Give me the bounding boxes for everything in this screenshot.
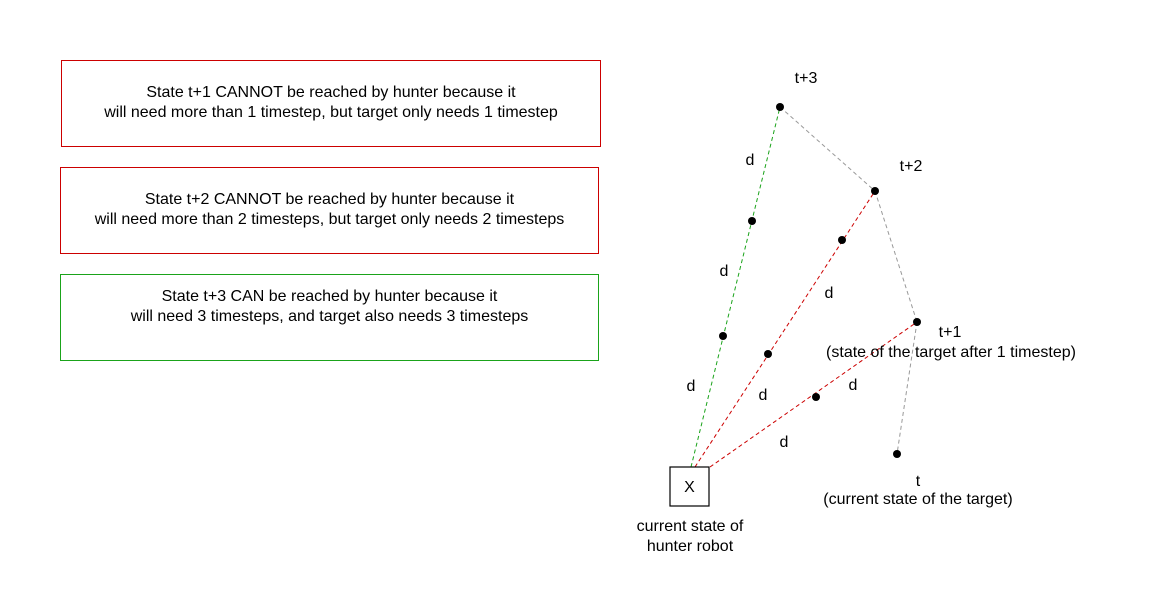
- distance-label-red-t2-1: d: [759, 387, 768, 404]
- state-t3-explanation-line2: will need 3 timesteps, and target also n…: [130, 308, 529, 325]
- hunter-path-to-t3: [690, 106, 781, 468]
- state-t1-caption: (state of the target after 1 timestep): [826, 344, 1076, 361]
- state-t2-explanation-line2: will need more than 2 timesteps, but tar…: [94, 211, 565, 228]
- state-t2-explanation-box: State t+2 CANNOT be reached by hunter be…: [60, 167, 599, 254]
- state-t2-label: t+2: [900, 158, 923, 175]
- state-t3-explanation-box: State t+3 CAN be reached by hunter becau…: [60, 274, 599, 361]
- target-path-t1-t: [896, 321, 918, 455]
- state-t3-explanation-line1: State t+3 CAN be reached by hunter becau…: [161, 288, 498, 305]
- distance-label-red-t1-1: d: [780, 434, 789, 451]
- distance-label-green-1: d: [687, 378, 696, 395]
- state-t-dot: [893, 450, 901, 458]
- state-t3-label: t+3: [795, 70, 818, 87]
- target-path-t3-t2: [779, 106, 876, 192]
- state-t2-explanation-line1: State t+2 CANNOT be reached by hunter be…: [144, 191, 515, 208]
- hunter-path-to-t2: [694, 190, 876, 468]
- state-t3-dot: [776, 103, 784, 111]
- green-step-dot-1: [719, 332, 727, 340]
- hunter-box: [669, 466, 710, 507]
- state-t-label: t: [916, 473, 921, 490]
- red-t2-step-dot-1: [764, 350, 772, 358]
- distance-label-green-3: d: [746, 152, 755, 169]
- state-t1-explanation-line1: State t+1 CANNOT be reached by hunter be…: [146, 84, 516, 101]
- state-t1-explanation-box: State t+1 CANNOT be reached by hunter be…: [61, 60, 601, 147]
- distance-label-red-t2-2: d: [825, 285, 834, 302]
- target-path-t2-t1: [874, 190, 918, 323]
- red-t1-step-dot-1: [812, 393, 820, 401]
- hunter-symbol: X: [684, 479, 695, 496]
- state-t1-dot: [913, 318, 921, 326]
- state-t-caption: (current state of the target): [823, 491, 1012, 508]
- distance-label-red-t1-2: d: [849, 377, 858, 394]
- state-t1-explanation-line2: will need more than 1 timestep, but targ…: [104, 104, 558, 121]
- hunter-caption-line2: hunter robot: [647, 538, 734, 555]
- state-t2-dot: [871, 187, 879, 195]
- red-t2-step-dot-2: [838, 236, 846, 244]
- state-t1-label: t+1: [939, 324, 962, 341]
- hunter-caption-line1: current state of: [637, 518, 744, 535]
- distance-label-green-2: d: [720, 263, 729, 280]
- green-step-dot-2: [748, 217, 756, 225]
